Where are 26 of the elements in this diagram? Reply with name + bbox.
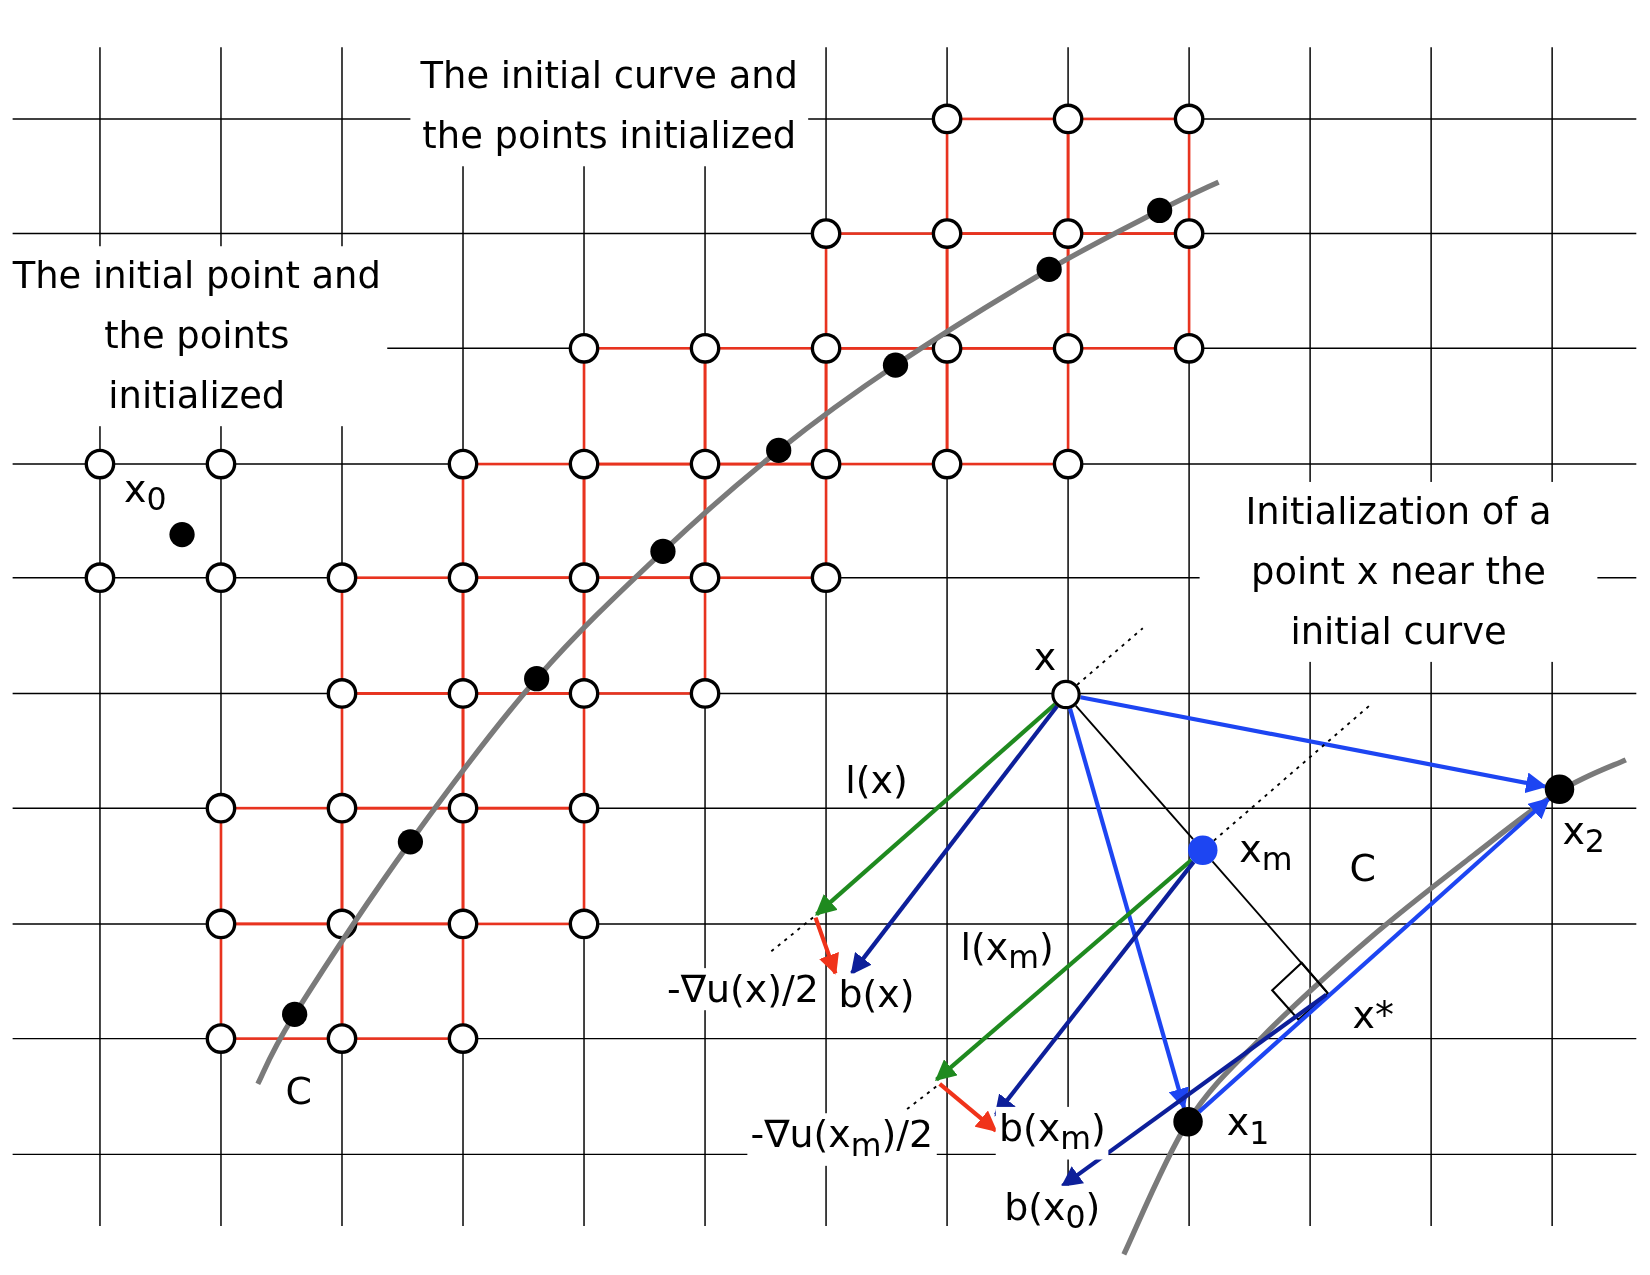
- edge-label: -∇u(x$_{m}$)/2: [747, 1113, 937, 1167]
- callout-text: Initialization of a point x near the initial curve: [1199, 481, 1598, 662]
- point-label: x: [1033, 636, 1057, 679]
- arrow: [934, 858, 1193, 1082]
- edge-label: l(x): [845, 759, 908, 802]
- arrow: [815, 702, 1057, 917]
- arrow: [850, 704, 1059, 976]
- point-label: C: [285, 1070, 313, 1113]
- callout-text: The initial curve and the points initialized: [410, 46, 809, 167]
- line: [1211, 860, 1328, 993]
- point-label: x*: [1352, 994, 1394, 1037]
- line: [1074, 704, 1194, 841]
- arrow: [1080, 695, 1548, 794]
- arrow: [1068, 708, 1189, 1110]
- dotted-line: [1076, 627, 1144, 686]
- point-label: C: [1349, 847, 1376, 890]
- arrow: [813, 916, 839, 976]
- point-label: x$_{0}$: [123, 468, 167, 520]
- dotted-line: [1212, 704, 1372, 842]
- point-label: x$_{1}$: [1226, 1101, 1270, 1154]
- vector-label: b(x$_{m}$): [995, 1106, 1109, 1160]
- point-label: x$_{2}$: [1562, 810, 1605, 862]
- arrow: [1197, 797, 1551, 1114]
- point-label: x$_{m}$: [1239, 828, 1293, 880]
- edge-label: l(x$_{m}$): [960, 925, 1054, 978]
- arrow: [1060, 992, 1328, 1188]
